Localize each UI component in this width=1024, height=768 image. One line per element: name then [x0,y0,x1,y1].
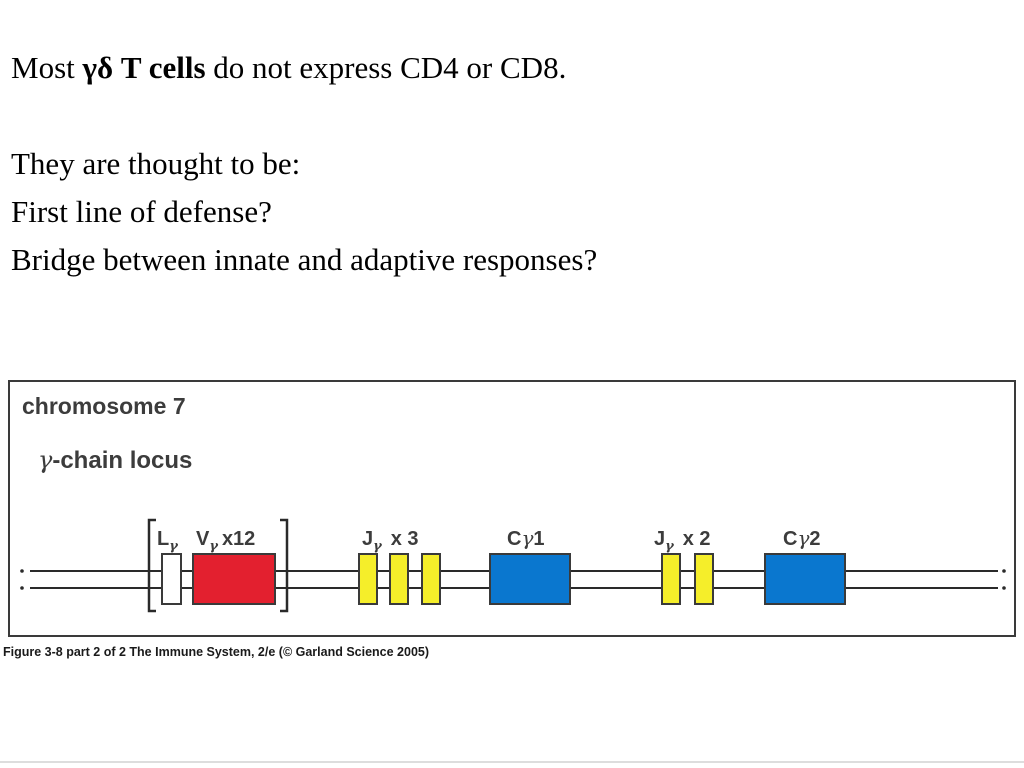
slide-line-4: Bridge between innate and adaptive respo… [11,242,598,277]
bracket-right [280,518,289,613]
continuation-dots-right [1002,569,1006,590]
c-gamma-2-segment [764,553,846,605]
j-segment [389,553,409,605]
slide-line-3: First line of defense? [11,194,272,229]
gamma-symbol: γ [38,446,53,474]
j-segment [358,553,378,605]
footer-divider [0,761,1024,763]
c-gamma-1-segment [489,553,571,605]
v-segment [192,553,276,605]
j-segment [661,553,681,605]
c-gamma-1-label: Cγ1 [507,526,545,550]
leader-label: Lγ [157,528,179,554]
figure-heading: chromosome 7 [22,393,186,419]
continuation-dots-left [20,569,24,590]
subheading-text: -chain locus [52,447,193,474]
slide-text: Most γδ T cells do not express CD4 or CD… [11,44,597,284]
slide-line-2: They are thought to be: [11,146,301,181]
slide-line-1: Most γδ T cells do not express CD4 or CD… [11,44,597,92]
t-cells-term: T cells [113,50,206,85]
j-segment [694,553,714,605]
line1-suffix: do not express CD4 or CD8. [205,50,567,85]
bracket-left [147,518,156,613]
figure-subheading: γ-chain locus [38,446,192,475]
gamma-delta-symbol: γδ [82,50,114,85]
leader-segment [161,553,182,605]
c-gamma-2-label: Cγ2 [783,526,821,550]
figure-caption: Figure 3-8 part 2 of 2 The Immune System… [3,645,430,659]
line1-prefix: Most [11,50,83,85]
j-segment [421,553,441,605]
